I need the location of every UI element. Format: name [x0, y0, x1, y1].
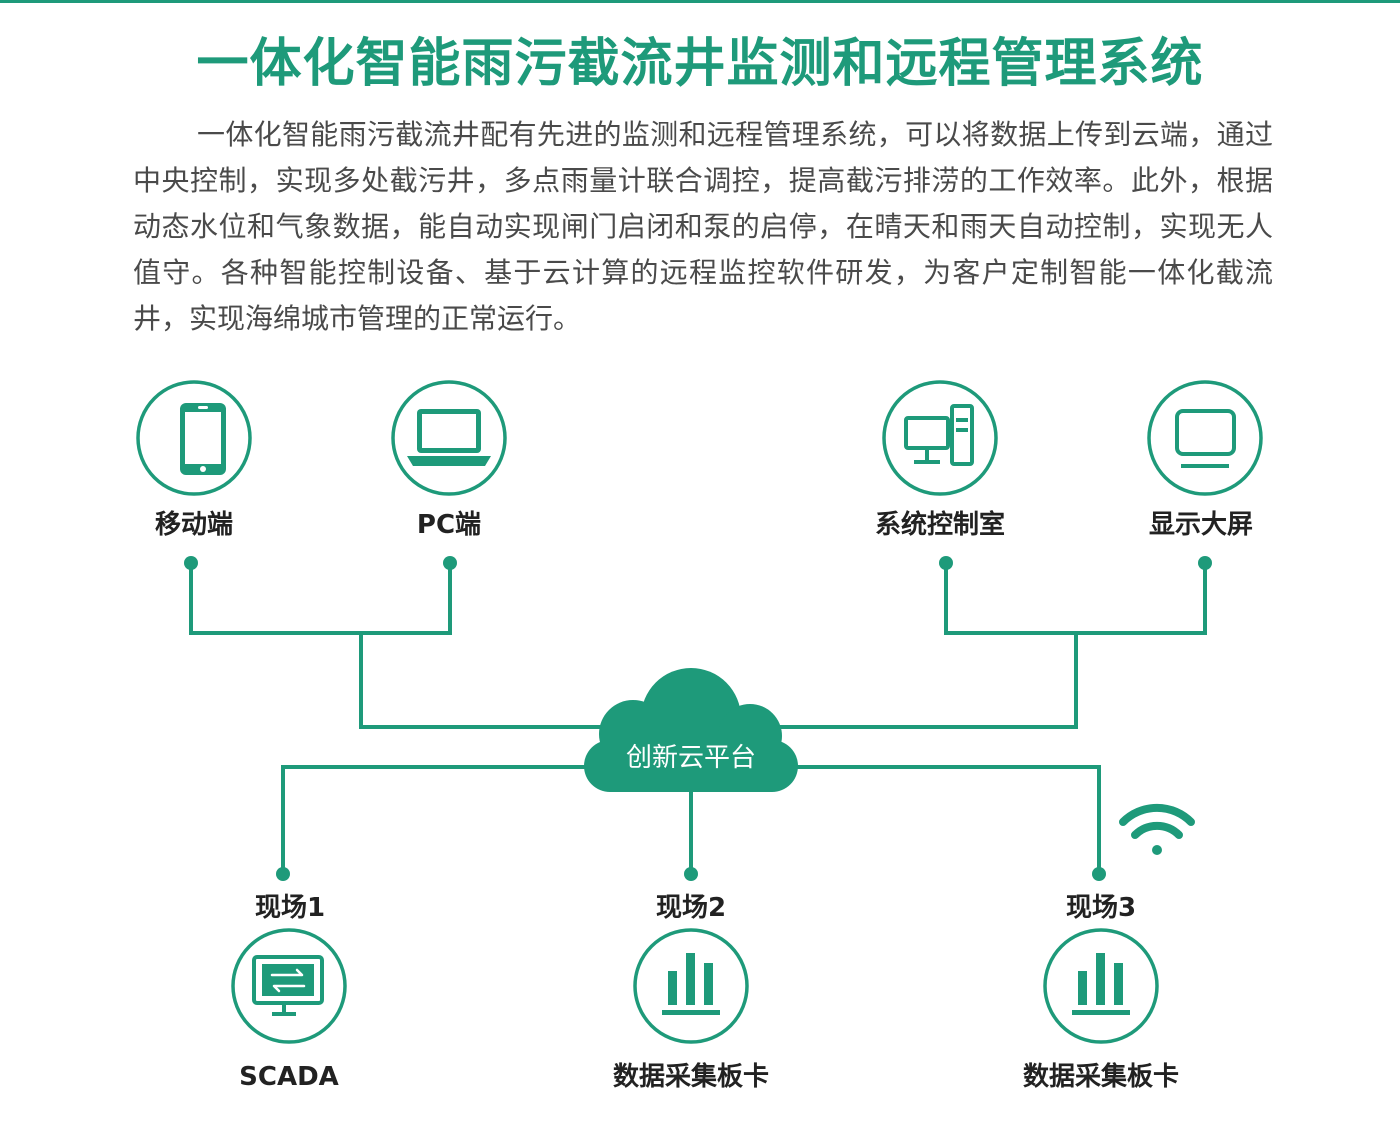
- laptop-icon: [407, 409, 491, 466]
- intro-paragraph: 一体化智能雨污截流井配有先进的监测和远程管理系统，可以将数据上传到云端，通过中央…: [133, 118, 1273, 335]
- site-1-label: 现场1: [255, 893, 325, 923]
- connector-left-to-cloud: [359, 633, 640, 729]
- site-1: 现场1 SCADA: [231, 893, 347, 1092]
- page-title: 一体化智能雨污截流井监测和远程管理系统: [196, 34, 1204, 94]
- cloud-icon: [584, 668, 798, 792]
- site-2-label: 现场2: [656, 893, 726, 923]
- wifi-icon: [1119, 803, 1195, 855]
- bar-chart-icon: [662, 953, 720, 1015]
- cloud-label: 创新云平台: [626, 743, 756, 773]
- terminal-pc: PC端: [391, 380, 507, 540]
- connector-site1: [281, 765, 600, 872]
- dot-site3: [1092, 867, 1106, 881]
- dot-site2: [684, 867, 698, 881]
- terminal-big-screen-ring: [1147, 380, 1263, 496]
- monitor-icon: [1175, 409, 1236, 468]
- top-rule: [0, 0, 1400, 3]
- site-3-label: 现场3: [1066, 893, 1136, 923]
- dot-site1: [276, 867, 290, 881]
- connector-site3: [790, 765, 1101, 872]
- smartphone-icon: [180, 403, 226, 475]
- terminal-mobile: 移动端: [136, 380, 252, 540]
- dot-mobile: [184, 556, 198, 570]
- terminal-control-room-label: 系统控制室: [875, 509, 1005, 540]
- terminal-mobile-label: 移动端: [155, 510, 233, 540]
- site-3: 现场3 数据采集板卡: [1023, 893, 1179, 1092]
- connector-dots: [184, 556, 1212, 881]
- dot-pc: [443, 556, 457, 570]
- dot-control-room: [939, 556, 953, 570]
- cloud-platform: 创新云平台: [584, 668, 798, 792]
- workstation-icon: [904, 404, 974, 466]
- connector-right-to-cloud: [740, 633, 1078, 729]
- site-2: 现场2 数据采集板卡: [613, 893, 769, 1092]
- connector-control-screen: [944, 565, 1207, 635]
- site-1-device-label: SCADA: [239, 1062, 339, 1092]
- connector-mobile-pc: [189, 565, 452, 635]
- site-3-device-label: 数据采集板卡: [1023, 1061, 1179, 1092]
- dot-big-screen: [1198, 556, 1212, 570]
- connector-lines: [189, 565, 1207, 872]
- terminal-control-room: 系统控制室: [875, 380, 1005, 540]
- terminal-big-screen-label: 显示大屏: [1149, 510, 1253, 540]
- scada-screen-icon: [252, 955, 324, 1016]
- bar-chart-icon: [1072, 953, 1130, 1015]
- terminal-big-screen: 显示大屏: [1147, 380, 1263, 540]
- site-2-device-label: 数据采集板卡: [613, 1061, 769, 1092]
- terminal-control-room-ring: [882, 380, 998, 496]
- terminal-pc-label: PC端: [417, 510, 481, 540]
